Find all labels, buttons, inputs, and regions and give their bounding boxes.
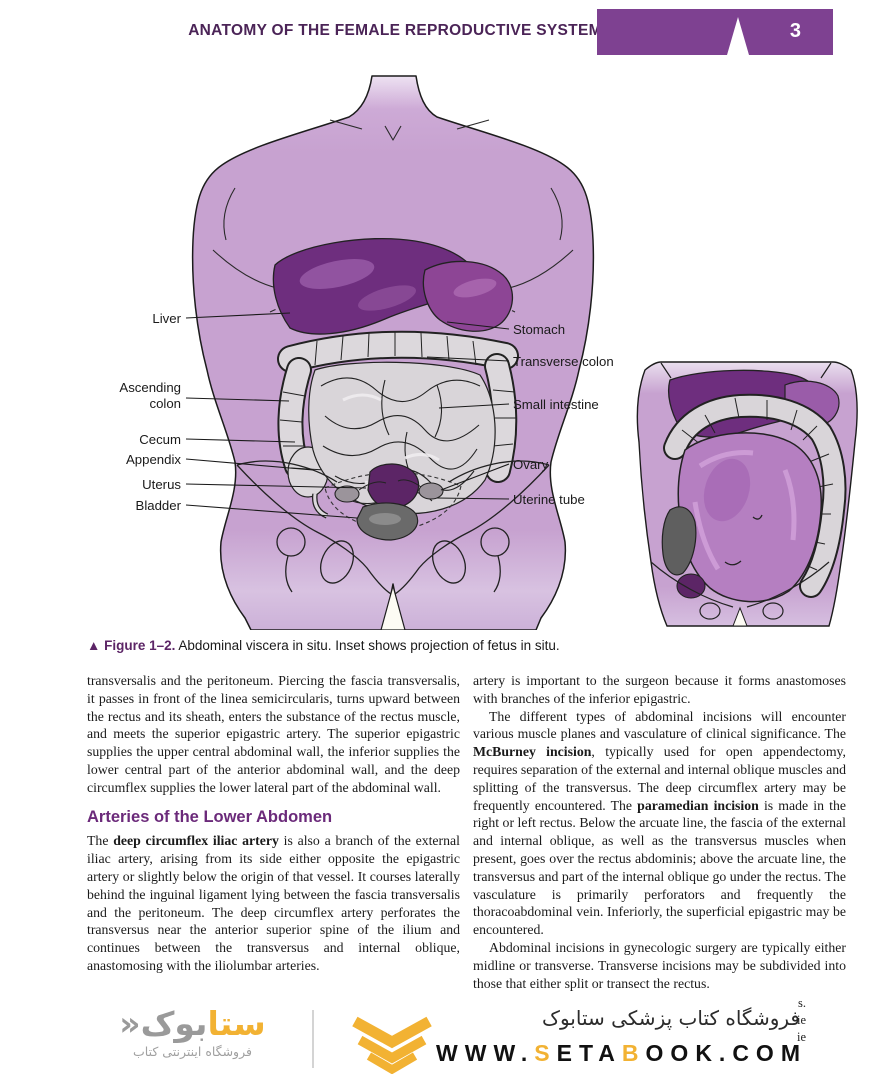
page-number: 3 [789, 20, 801, 42]
label-line [440, 463, 510, 491]
brand-tagline: فروشگاه اینترنتی کتاب [133, 1044, 252, 1059]
figure-caption-text: Abdominal viscera in situ. Inset shows p… [175, 638, 560, 653]
figure-caption-label: ▲ Figure 1–2. [87, 638, 176, 653]
figure-labels: Liver Ascending colon Cecum Appendix Ute… [119, 311, 614, 519]
label-line [185, 458, 314, 471]
right-column: artery is important to the surgeon becau… [473, 672, 846, 1006]
brand-wordmark-yellow: ستا [207, 1004, 266, 1043]
paragraph: artery is important to the surgeon becau… [473, 673, 846, 706]
label-appendix: Appendix [126, 452, 181, 467]
watermark-footer: ستابوک« فروشگاه اینترنتی کتاب فروشگاه کت… [0, 1002, 873, 1080]
label-stomach: Stomach [513, 322, 565, 337]
article-columns: transversalis and the peritoneum. Pierci… [87, 672, 846, 1006]
ovary-right-shape [418, 482, 444, 500]
label-ovary: Ovary [513, 457, 549, 472]
label-line [446, 321, 510, 330]
label-bladder: Bladder [136, 498, 182, 513]
paragraph: transversalis and the peritoneum. Pierci… [87, 673, 460, 795]
label-line [185, 312, 291, 319]
paragraph: Abdominal incisions in gynecologic surge… [473, 939, 846, 991]
transverse-colon-shape [277, 330, 519, 373]
setabook-logo: ستابوک« فروشگاه اینترنتی کتاب [85, 1006, 300, 1060]
inset-cervix-shape [676, 573, 706, 599]
paragraph: The different types of abdominal incisio… [473, 708, 846, 938]
label-line [185, 504, 358, 519]
inset-bladder-shape [661, 506, 697, 576]
label-small-intestine: Small intestine [513, 397, 599, 412]
main-torso [191, 75, 595, 630]
tab-notch-triangle [727, 17, 749, 55]
brand-wordmark-gray: بوک [140, 1004, 208, 1043]
website-url: WWW.SETABOOK.COM [436, 1040, 807, 1066]
label-liver: Liver [152, 311, 181, 326]
left-column: transversalis and the peritoneum. Pierci… [87, 672, 460, 1006]
page-number-tab: 3 [597, 9, 833, 55]
pelvis-lines [236, 460, 550, 627]
ovary-left-shape [334, 485, 360, 503]
label-line [185, 438, 296, 443]
label-ascending-colon: Ascending [119, 380, 181, 395]
label-ascending-colon-2: colon [149, 396, 181, 411]
inset-fetus-figure [636, 361, 858, 627]
label-uterus: Uterus [142, 477, 181, 492]
footer-divider [312, 1010, 314, 1068]
label-line [438, 403, 510, 409]
inset-pelvis-lines [650, 561, 830, 620]
label-line [426, 356, 510, 362]
label-transverse-colon: Transverse colon [513, 354, 614, 369]
label-cecum: Cecum [139, 432, 181, 447]
paragraph: The deep circumflex iliac artery is also… [87, 833, 461, 973]
clipped-text-fragment: s. [798, 996, 806, 1010]
label-line [185, 483, 367, 489]
label-uterine-tube: Uterine tube [513, 492, 585, 507]
label-line [436, 497, 510, 500]
chevron-book-icon [352, 1016, 432, 1074]
label-line [185, 397, 290, 402]
descending-colon-shape [484, 353, 518, 483]
clipped-text-fragment: ie [797, 1030, 807, 1044]
clipped-text-fragment: ie [797, 1013, 807, 1027]
store-title-farsi: فروشگاه کتاب پزشکی ستابوک [542, 1006, 800, 1030]
uterus-shape [367, 463, 420, 509]
brand-wordmark: ستابوک« [85, 1006, 300, 1042]
figure-caption: ▲ Figure 1–2. Abdominal viscera in situ.… [87, 638, 807, 653]
brand-guillemet: « [119, 1004, 141, 1043]
section-heading: Arteries of the Lower Abdomen [87, 807, 333, 826]
figure-illustration: Liver Ascending colon Cecum Appendix Ute… [119, 75, 858, 630]
chapter-title: ANATOMY OF THE FEMALE REPRODUCTIVE SYSTE… [188, 22, 602, 39]
